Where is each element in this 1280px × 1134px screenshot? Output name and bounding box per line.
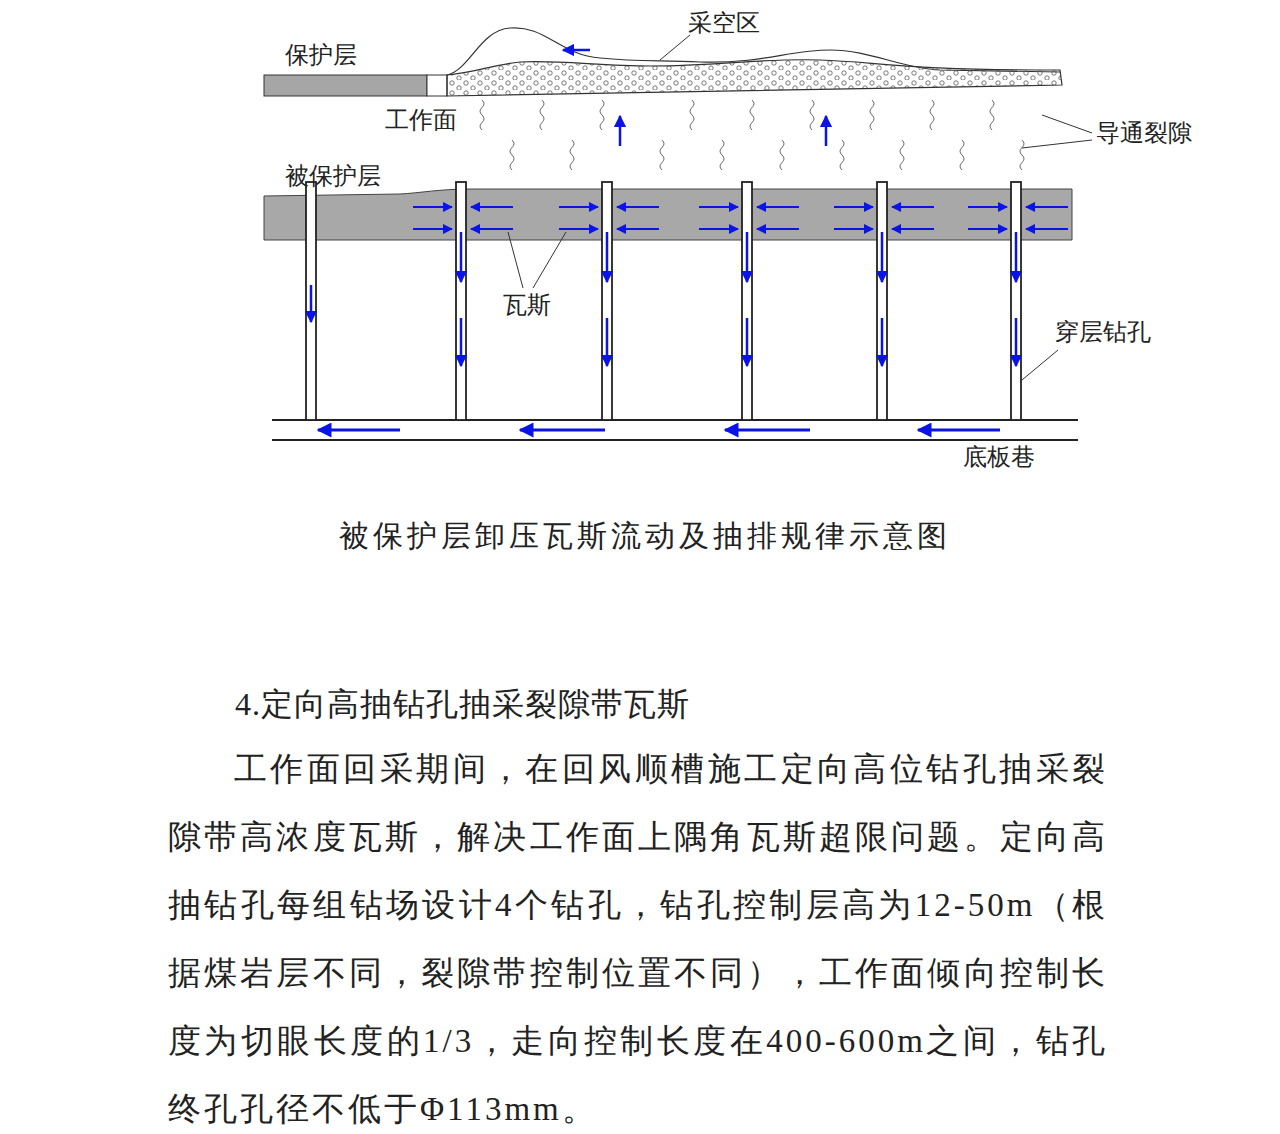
flow-arrow	[892, 228, 934, 230]
fracture-line	[870, 100, 874, 130]
goaf-rubble	[447, 60, 1062, 96]
flow-arrow	[757, 228, 799, 230]
flow-arrow	[617, 228, 659, 230]
section-illustration	[0, 0, 1280, 500]
flow-arrow	[968, 206, 1007, 208]
boreholes	[306, 182, 1021, 420]
flow-arrow	[757, 206, 799, 208]
flow-arrow	[318, 429, 400, 432]
layer-label: 工作面	[385, 107, 457, 133]
flow-arrow	[699, 228, 738, 230]
flow-arrow	[725, 429, 810, 432]
fracture-line	[480, 100, 484, 130]
flow-arrow	[559, 206, 598, 208]
flow-arrow	[1015, 232, 1018, 282]
protective-layer	[264, 75, 427, 96]
borehole	[877, 182, 887, 420]
fracture-line	[690, 100, 694, 130]
leader-line	[508, 232, 523, 288]
flow-arrow	[460, 232, 463, 282]
region-label: 采空区	[688, 10, 760, 36]
flow-arrow	[699, 206, 738, 208]
flow-arrow	[606, 318, 609, 366]
flow-arrow	[881, 318, 884, 366]
roadway-wall	[272, 439, 1078, 441]
flow-arrow	[746, 232, 749, 282]
figure-caption: 被保护层卸压瓦斯流动及抽排规律示意图	[339, 516, 951, 557]
fracture-line	[720, 140, 724, 170]
leader-line	[660, 35, 690, 60]
fracture-line	[1020, 140, 1024, 170]
part-label: 导通裂隙	[1096, 120, 1192, 146]
flow-arrow	[1026, 228, 1068, 230]
working-face	[427, 75, 447, 96]
flow-arrow	[619, 116, 622, 146]
fracture-line	[960, 140, 964, 170]
flow-arrow	[310, 285, 313, 322]
flow-arrow	[606, 232, 609, 282]
borehole	[456, 182, 466, 420]
fracture-line	[930, 100, 934, 130]
flow-arrow	[471, 228, 513, 230]
part-label: 瓦斯	[503, 292, 551, 318]
borehole	[1011, 182, 1021, 420]
flow-arrow	[1026, 206, 1068, 208]
borehole	[602, 182, 612, 420]
flow-arrow	[1015, 318, 1018, 366]
leader-line	[1022, 350, 1058, 380]
fracture-line	[540, 100, 544, 130]
flow-arrow	[825, 116, 828, 146]
fracture-line	[840, 140, 844, 170]
roadway-wall	[272, 419, 1078, 421]
flow-arrow	[413, 228, 452, 230]
flow-arrow	[892, 206, 934, 208]
fracture-line	[990, 100, 994, 130]
flow-arrow	[617, 206, 659, 208]
flow-arrow	[563, 49, 590, 52]
section-heading: 4.定向高抽钻孔抽采裂隙带瓦斯	[235, 683, 690, 727]
leader-line	[533, 232, 566, 288]
fracture-line	[750, 100, 754, 130]
fracture-line	[600, 100, 604, 130]
flow-arrow	[881, 232, 884, 282]
fracture-line	[900, 140, 904, 170]
flow-arrow	[520, 429, 605, 432]
flow-arrow	[834, 206, 873, 208]
flow-arrow	[460, 318, 463, 366]
layer-label: 被保护层	[285, 163, 381, 189]
leader-line	[1042, 115, 1092, 133]
flow-arrow	[834, 228, 873, 230]
flow-arrow	[746, 318, 749, 366]
gas-flow-arrows	[413, 207, 1068, 229]
borehole	[742, 182, 752, 420]
fracture-line	[780, 140, 784, 170]
flow-arrow	[968, 228, 1007, 230]
fracture-line	[660, 140, 664, 170]
protected-layer	[264, 189, 1072, 240]
part-label: 底板巷	[963, 444, 1035, 470]
fracture-lines	[480, 100, 1024, 170]
flow-arrow	[918, 429, 1000, 432]
borehole	[306, 182, 316, 420]
body-paragraph: 工作面回采期间，在回风顺槽施工定向高位钻孔抽采裂隙带高浓度瓦斯，解决工作面上隅角…	[168, 735, 1108, 1134]
layer-label: 保护层	[285, 42, 357, 68]
leader-line	[1022, 140, 1092, 148]
flow-arrow	[559, 228, 598, 230]
flow-arrow	[413, 206, 452, 208]
fracture-line	[510, 140, 514, 170]
part-label: 穿层钻孔	[1055, 319, 1151, 345]
flow-arrow	[471, 206, 513, 208]
fracture-line	[570, 140, 574, 170]
fracture-line	[810, 100, 814, 130]
